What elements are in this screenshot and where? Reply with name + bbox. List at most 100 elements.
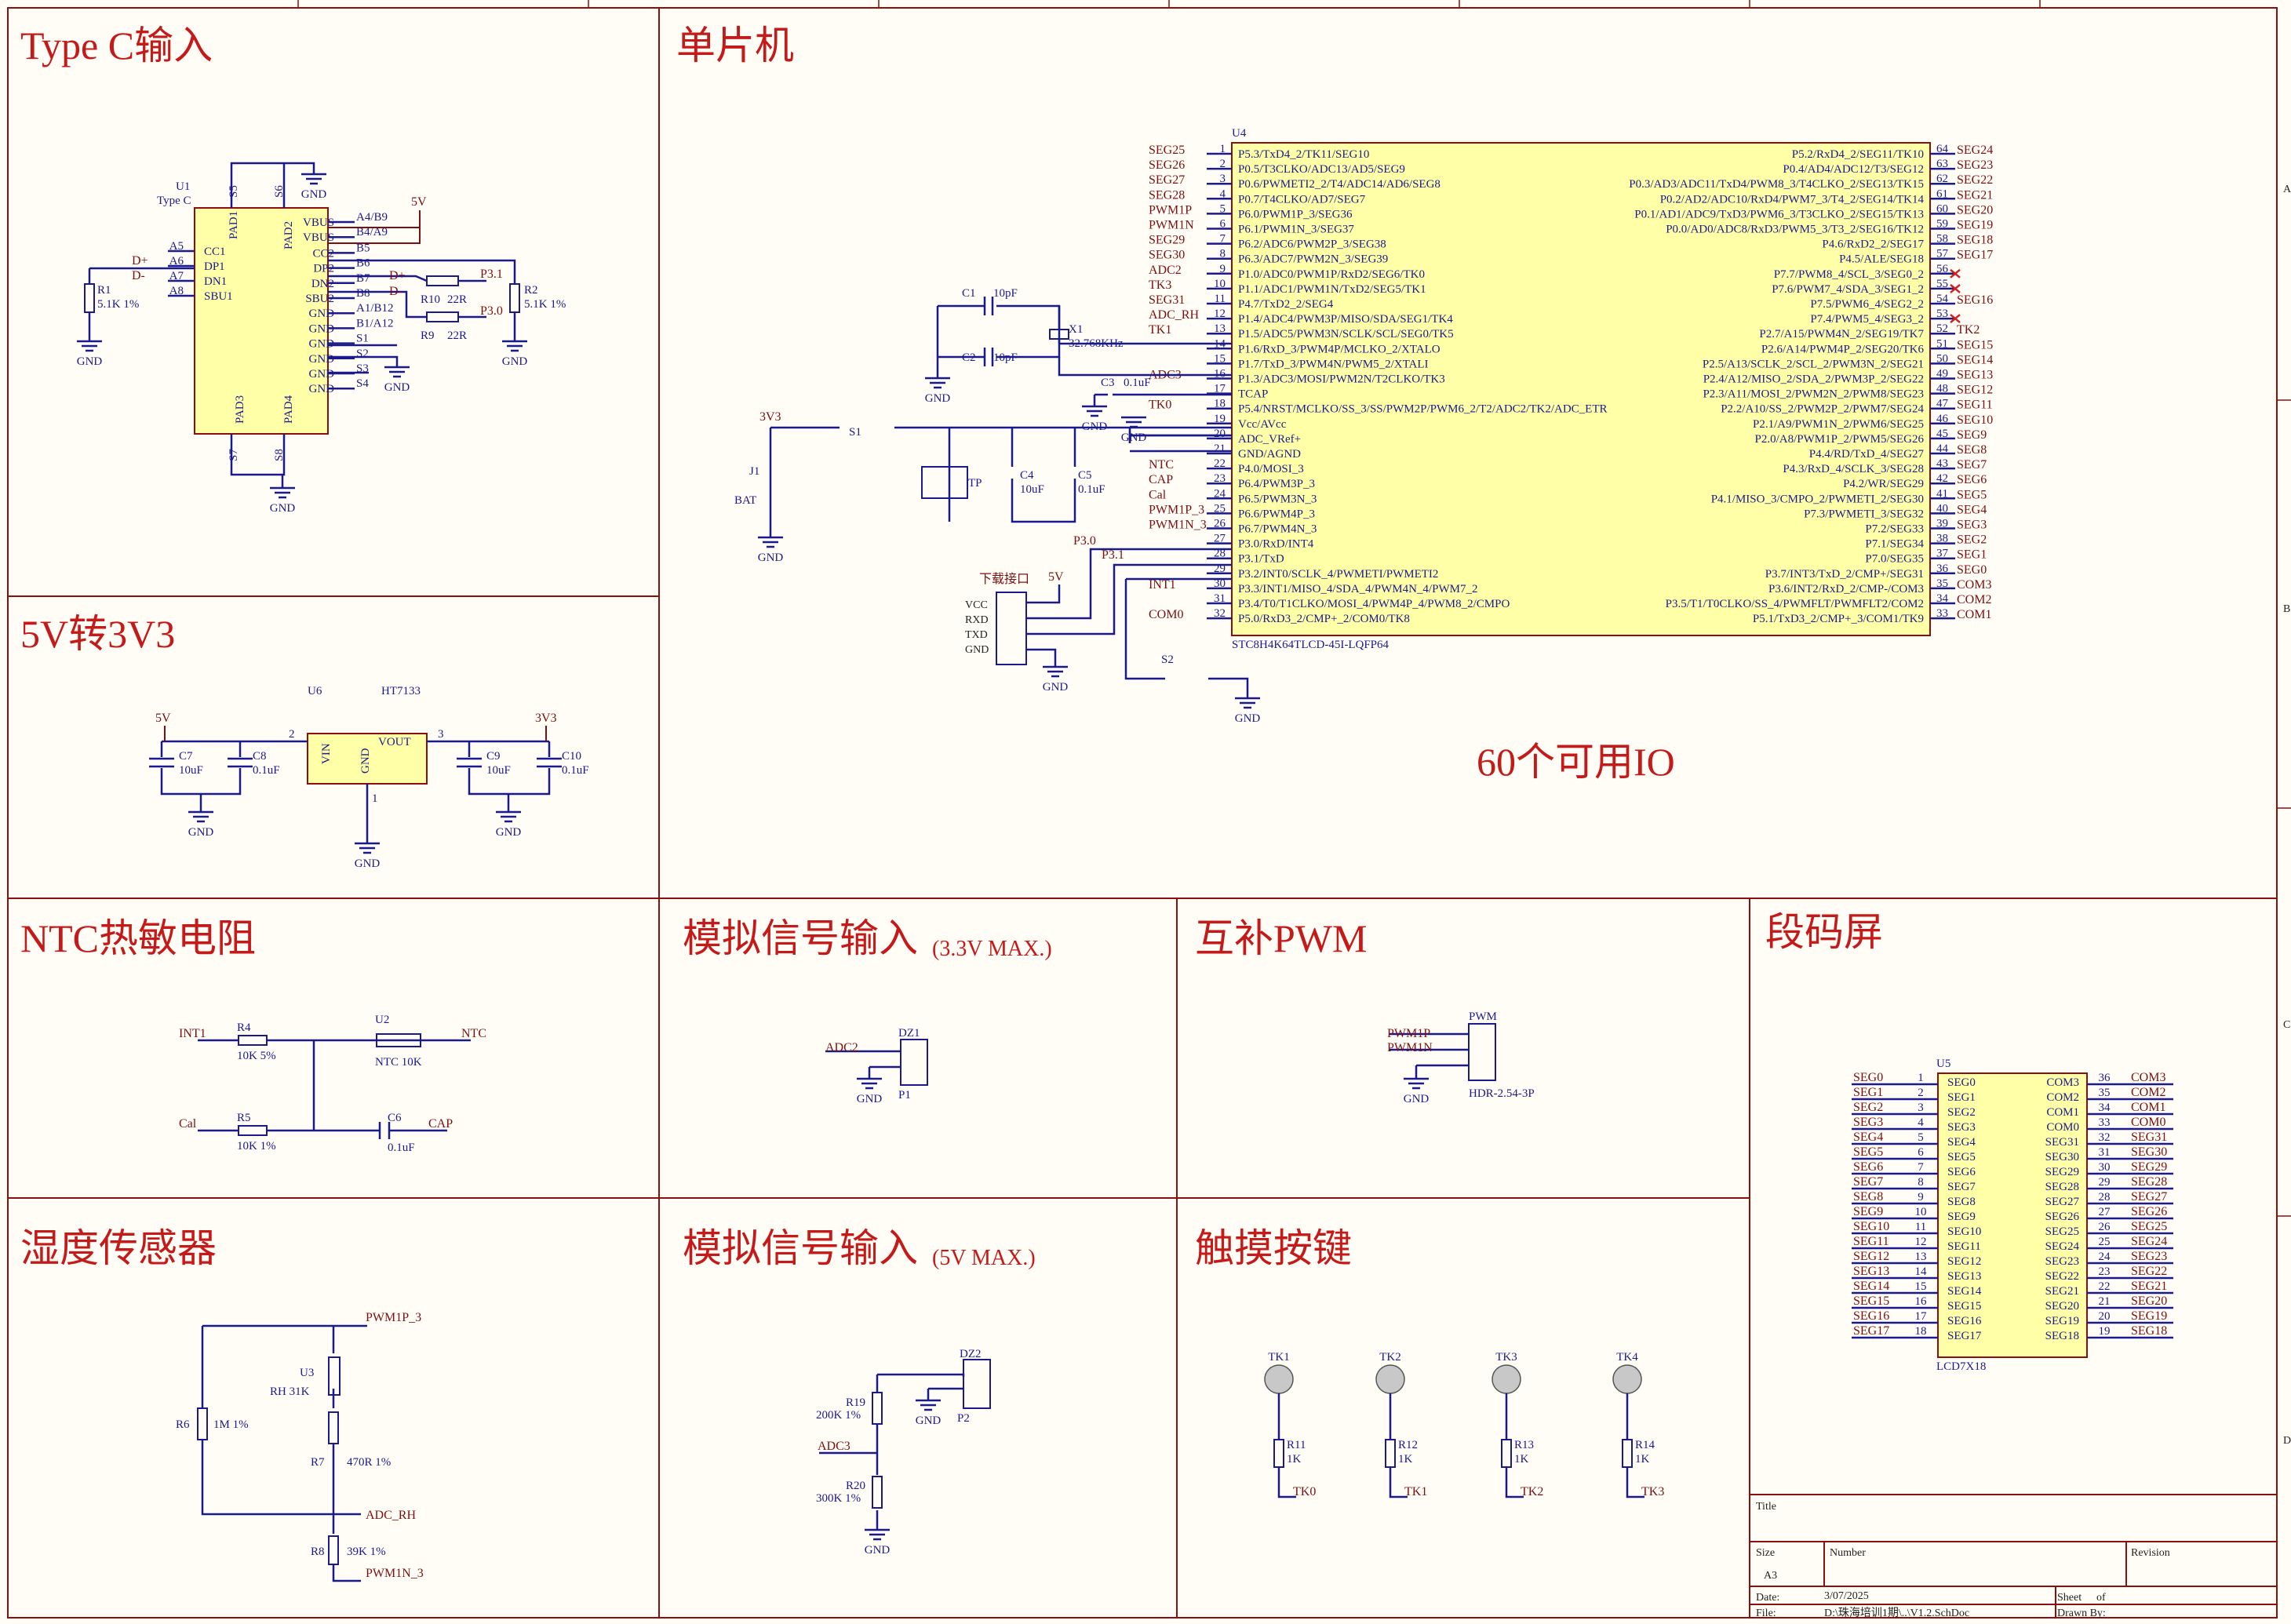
net-dn-left: D- (132, 269, 145, 282)
ground-icon (301, 173, 326, 185)
mcu-pin-name: P0.2/AD2/ADC10/RxD4/PWM7_3/T4_2/SEG14/TK… (1660, 193, 1925, 206)
border-letters: A B C D (2283, 184, 2291, 1447)
tb-sheet-label: Sheet (2057, 1592, 2082, 1604)
touch-res-value: 1K (1514, 1453, 1529, 1466)
typec-pin-num: B5 (356, 242, 370, 254)
mcu-net-label: PWM1N_3 (1149, 519, 1207, 532)
mcu-pin-num: 48 (1936, 383, 1948, 395)
lcd-pin-name: SEG15 (1947, 1300, 1981, 1313)
ground-icon (77, 340, 102, 352)
download-header (996, 592, 1027, 665)
tb-size-label: Size (1756, 1547, 1775, 1559)
title-adc1: 模拟信号输入 (683, 916, 918, 960)
mcu-pin-num: 39 (1936, 518, 1948, 530)
net-3v3-mcu: 3V3 (759, 410, 781, 424)
c10-ref: C10 (562, 750, 581, 763)
ground-label: GND (355, 858, 381, 870)
tb-date-label: Date: (1756, 1592, 1779, 1604)
typec-pin-name: GND (309, 383, 335, 395)
mcu-pin-num: 11 (1215, 293, 1226, 305)
touch-pad-label: TK3 (1495, 1351, 1517, 1364)
mcu-pin-name: P2.7/A15/PWM4N_2/SEG19/TK7 (1759, 328, 1924, 340)
mcu-pin-num: 9 (1220, 263, 1226, 275)
dl-rxd: RXD (965, 614, 989, 626)
mcu-pin-name: P6.2/ADC6/PWM2P_3/SEG38 (1238, 239, 1386, 251)
mcu-pin-name: P2.3/A11/MOSI_2/PWM2N_2/PWM8/SEG23 (1703, 388, 1924, 401)
mcu-pin-num: 58 (1936, 233, 1948, 246)
r1-value: 5.1K 1% (97, 298, 139, 311)
pwm-ref: PWM (1469, 1010, 1497, 1023)
lcd-pin-num: 17 (1915, 1310, 1928, 1323)
lcd-pin-num: 32 (2099, 1131, 2111, 1144)
mcu-net-label: ADC_RH (1149, 308, 1199, 322)
mcu-net-label: SEG19 (1957, 219, 1993, 232)
lcd-pin-name: SEG6 (1947, 1166, 1976, 1178)
title-pwm: 互补PWM (1195, 916, 1367, 960)
border-ticks (297, 0, 2291, 1217)
p2-ref: P2 (957, 1412, 970, 1425)
io-note: 60个可用IO (1477, 740, 1675, 784)
lcd-pin-num: 18 (1915, 1325, 1927, 1338)
r19-ref: R19 (846, 1396, 865, 1409)
typec-pin-num: S1 (356, 333, 369, 345)
typec-connector (194, 207, 329, 435)
tb-number-label: Number (1830, 1547, 1866, 1559)
lcd-pin-num: 13 (1915, 1251, 1927, 1263)
mcu-net-label: NTC (1149, 458, 1174, 472)
lcd-pin-num: 23 (2099, 1265, 2111, 1278)
ground-icon (1082, 405, 1107, 417)
tb-file: D:\珠海培训1期\..\V1.2.SchDoc (1824, 1607, 1969, 1619)
ldo-pin3: 3 (438, 728, 444, 741)
lcd-pin-name: SEG13 (1947, 1270, 1981, 1283)
mcu-pin-num: 62 (1936, 173, 1948, 185)
tb-of-label: of (2096, 1592, 2106, 1604)
mcu-pin-num: 61 (1936, 188, 1948, 200)
lcd-pin-name: COM3 (2046, 1076, 2079, 1089)
lcd-pin-name: SEG24 (2045, 1240, 2080, 1253)
mcu-pin-name: P3.3/INT1/MISO_4/SDA_4/PWM4N_4/PWM7_2 (1238, 583, 1477, 595)
typec-pin-num: A1/B12 (356, 302, 394, 315)
section-dividers (8, 8, 2277, 1618)
lcd-pin-name: SEG23 (2045, 1255, 2079, 1268)
net-5v-ldo: 5V (155, 712, 171, 725)
mcu-pin-name: P4.6/RxD2_2/SEG17 (1822, 239, 1924, 251)
ground-label: GND (77, 355, 103, 368)
r8-value: 39K 1% (347, 1546, 386, 1558)
touch-res-value: 1K (1398, 1453, 1413, 1466)
mcu-net-label: SEG5 (1957, 488, 1987, 501)
mcu-pin-name: P4.1/MISO_3/CMPO_2/PWMETI_2/SEG30 (1711, 493, 1924, 505)
mcu-pin-name: P0.0/AD0/ADC8/RxD3/PWM5_3/T3_2/SEG16/TK1… (1666, 224, 1924, 236)
net-dn-right: D- (389, 285, 402, 298)
r2-value: 5.1K 1% (524, 298, 566, 311)
lcd-net-left: SEG7 (1853, 1175, 1883, 1189)
c1-ref: C1 (962, 287, 976, 300)
lcd-net-right: SEG23 (2131, 1250, 2167, 1263)
ground-icon (496, 810, 521, 823)
pwm-part: HDR-2.54-3P (1469, 1087, 1535, 1100)
ldo-vin-label: VIN (320, 743, 333, 764)
lcd-net-left: SEG16 (1853, 1309, 1889, 1323)
mcu-pin-num: 16 (1214, 368, 1226, 381)
rh-net-adc: ADC_RH (366, 1509, 416, 1522)
typec-pad4: PAD4 (282, 395, 295, 424)
lcd-pin-name: SEG27 (2045, 1196, 2080, 1208)
lcd-net-left: SEG17 (1853, 1324, 1889, 1338)
mcu-pin-name: P5.4/NRST/MCLKO/SS_3/SS/PWM2P/PWM6_2/T2/… (1238, 403, 1608, 416)
no-connect-mark (1950, 268, 1961, 279)
lcd-part: LCD7X18 (1936, 1360, 1986, 1373)
typec-pin-name: DP2 (313, 263, 334, 275)
lcd-pin-num: 27 (2099, 1206, 2111, 1218)
lcd-pin-name: SEG31 (2045, 1136, 2079, 1149)
ground-icon (865, 1528, 890, 1541)
mcu-pin-num: 57 (1936, 248, 1949, 260)
mcu-pin-name: P1.6/RxD_3/PWM4P/MCLKO_2/XTALO (1238, 343, 1441, 355)
lcd-net-right: SEG26 (2131, 1205, 2167, 1218)
x1-ref: X1 (1069, 323, 1083, 336)
r10-ref: R10 (421, 293, 440, 306)
lcd-net-left: SEG5 (1853, 1145, 1883, 1159)
r10-value: 22R (447, 293, 467, 306)
mcu-pin-name: P3.4/T0/T1CLKO/MOSI_4/PWM4P_4/PWM8_2/CMP… (1238, 598, 1510, 610)
mcu-net-label: SEG18 (1957, 234, 1993, 247)
